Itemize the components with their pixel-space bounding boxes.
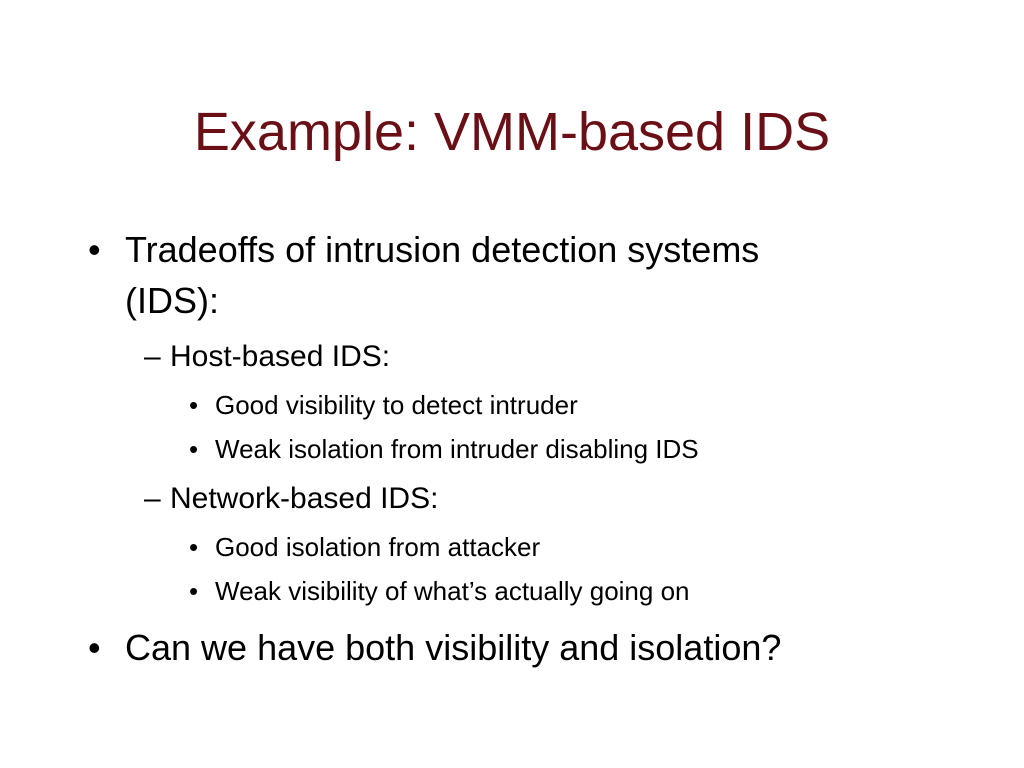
bullet-marker-small: • <box>189 576 199 606</box>
bullet-marker-small: • <box>189 532 199 562</box>
sub-bullet-text: Network-based IDS: <box>170 482 439 515</box>
bullet-text-continued: (IDS): <box>125 280 219 321</box>
sub-bullet-text: Host-based IDS: <box>170 340 391 373</box>
bullet-text: Can we have both visibility and isolatio… <box>125 627 782 668</box>
bullet-marker-small: • <box>189 434 199 464</box>
sub-sub-bullet-text: Good visibility to detect intruder <box>215 390 578 420</box>
sub-sub-bullet-text: Weak visibility of what’s actually going… <box>215 576 690 606</box>
bullet-marker: • <box>88 229 101 270</box>
bullet-marker-small: • <box>189 390 199 420</box>
dash-marker: – <box>144 340 161 373</box>
sub-sub-bullet-text: Good isolation from attacker <box>215 532 541 562</box>
slide-title: Example: VMM-based IDS <box>193 102 831 162</box>
bullet-marker: • <box>88 627 101 668</box>
bullet-text: Tradeoffs of intrusion detection systems <box>125 229 760 270</box>
dash-marker: – <box>144 482 161 515</box>
sub-sub-bullet-text: Weak isolation from intruder disabling I… <box>215 434 699 464</box>
